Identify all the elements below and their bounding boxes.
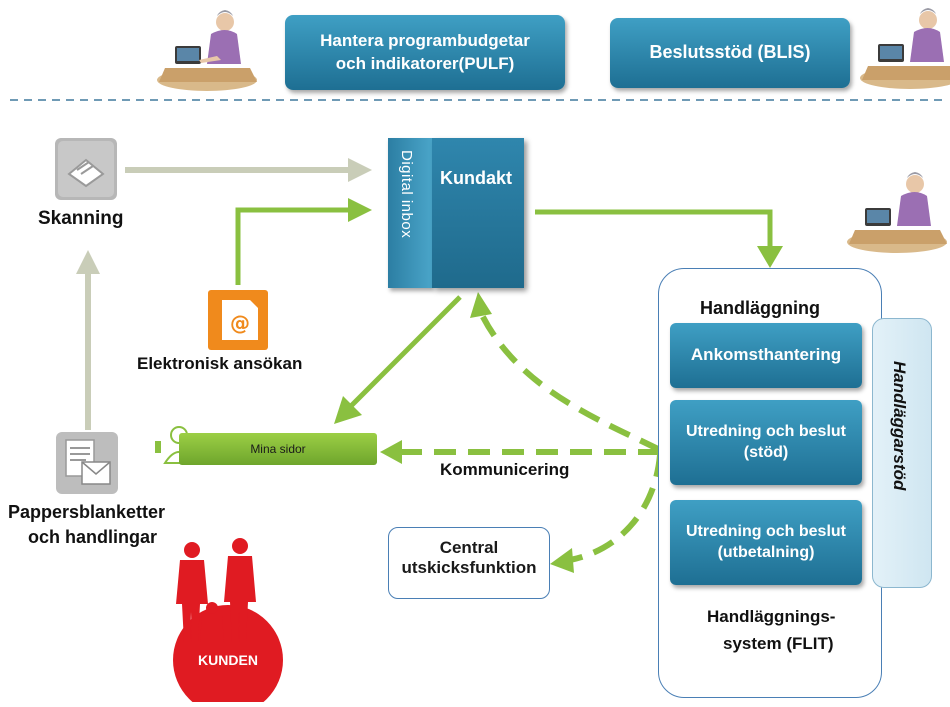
handlaggarstod-panel: Handläggarstöd — [872, 318, 932, 588]
handlaggning-title: Handläggning — [700, 298, 820, 318]
arrowhead-paper-to-scan — [76, 250, 100, 274]
utredning-stod-line1: Utredning och beslut — [686, 422, 846, 440]
paper-forms-label-2: och handlingar — [28, 527, 158, 547]
arrow-kundakt-to-system — [535, 209, 773, 248]
arrowhead-dashed-kundakt — [470, 292, 492, 318]
arrowhead-kundakt-to-minasidor — [334, 396, 362, 424]
ankomsthantering-label: Ankomsthantering — [690, 345, 842, 365]
arrowhead-kundakt-to-system — [757, 246, 783, 268]
system-label-1: Handläggnings- — [707, 607, 836, 626]
system-label-2: system (FLIT) — [723, 634, 834, 653]
communication-label: Kommunicering — [440, 460, 570, 479]
arrow-kundakt-to-minasidor — [348, 295, 462, 409]
blis-box: Beslutsstöd (BLIS) — [610, 18, 850, 88]
scanner-icon — [55, 138, 117, 200]
svg-text:@: @ — [230, 311, 250, 335]
utredning-stod-line2: (stöd) — [743, 443, 789, 461]
utredning-stod-box: Utredning och beslut (stöd) — [670, 400, 862, 485]
digital-inbox-label: Digital inbox — [398, 150, 415, 239]
dashed-arrow-to-central — [569, 454, 663, 563]
operator-icon-top-left — [155, 8, 260, 93]
electronic-application-label: Elektronisk ansökan — [137, 354, 303, 373]
arrowhead-email-to-inbox — [348, 198, 372, 222]
paper-mail-icon — [56, 432, 118, 494]
email-icon: @ — [208, 290, 268, 350]
customer-label: KUNDEN — [198, 652, 258, 668]
utredning-utbetalning-line2: (utbetalning) — [717, 543, 815, 561]
utredning-utbetalning-line1: Utredning och beslut — [686, 522, 846, 540]
blis-label: Beslutsstöd (BLIS) — [649, 42, 811, 63]
mina-sidor-bar: Mina sidor — [155, 425, 377, 469]
handlaggarstod-label: Handläggarstöd — [890, 361, 909, 491]
central-line1: Central — [439, 538, 499, 557]
kundakt-label: Kundakt — [440, 168, 512, 188]
arrowhead-dashed-minasidor — [380, 440, 402, 464]
operator-icon-top-right — [858, 6, 950, 91]
operator-icon-right — [845, 170, 950, 255]
scanning-label: Skanning — [38, 208, 124, 229]
pulf-box: Hantera programbudgetar och indikatorer(… — [285, 15, 565, 90]
dashed-arrow-to-kundakt — [479, 313, 662, 453]
arrowhead-scan-to-inbox — [348, 158, 372, 182]
central-line2: utskicksfunktion — [401, 558, 537, 577]
mina-sidor-label: Mina sidor — [250, 442, 306, 456]
central-dispatch-box: Central utskicksfunktion — [388, 527, 550, 599]
ankomsthantering-box: Ankomsthantering — [670, 323, 862, 388]
pulf-line2: och indikatorer(PULF) — [335, 53, 515, 73]
arrowhead-dashed-central — [550, 548, 574, 573]
arrow-email-to-inbox — [235, 207, 350, 285]
paper-forms-label-1: Pappersblanketter — [8, 502, 166, 522]
digital-inbox: Digital inbox — [388, 138, 432, 288]
kundakt-box: Kundakt — [432, 138, 524, 288]
pulf-line1: Hantera programbudgetar — [320, 31, 530, 51]
customer-people-icon — [160, 532, 300, 707]
utredning-utbetalning-box: Utredning och beslut (utbetalning) — [670, 500, 862, 585]
